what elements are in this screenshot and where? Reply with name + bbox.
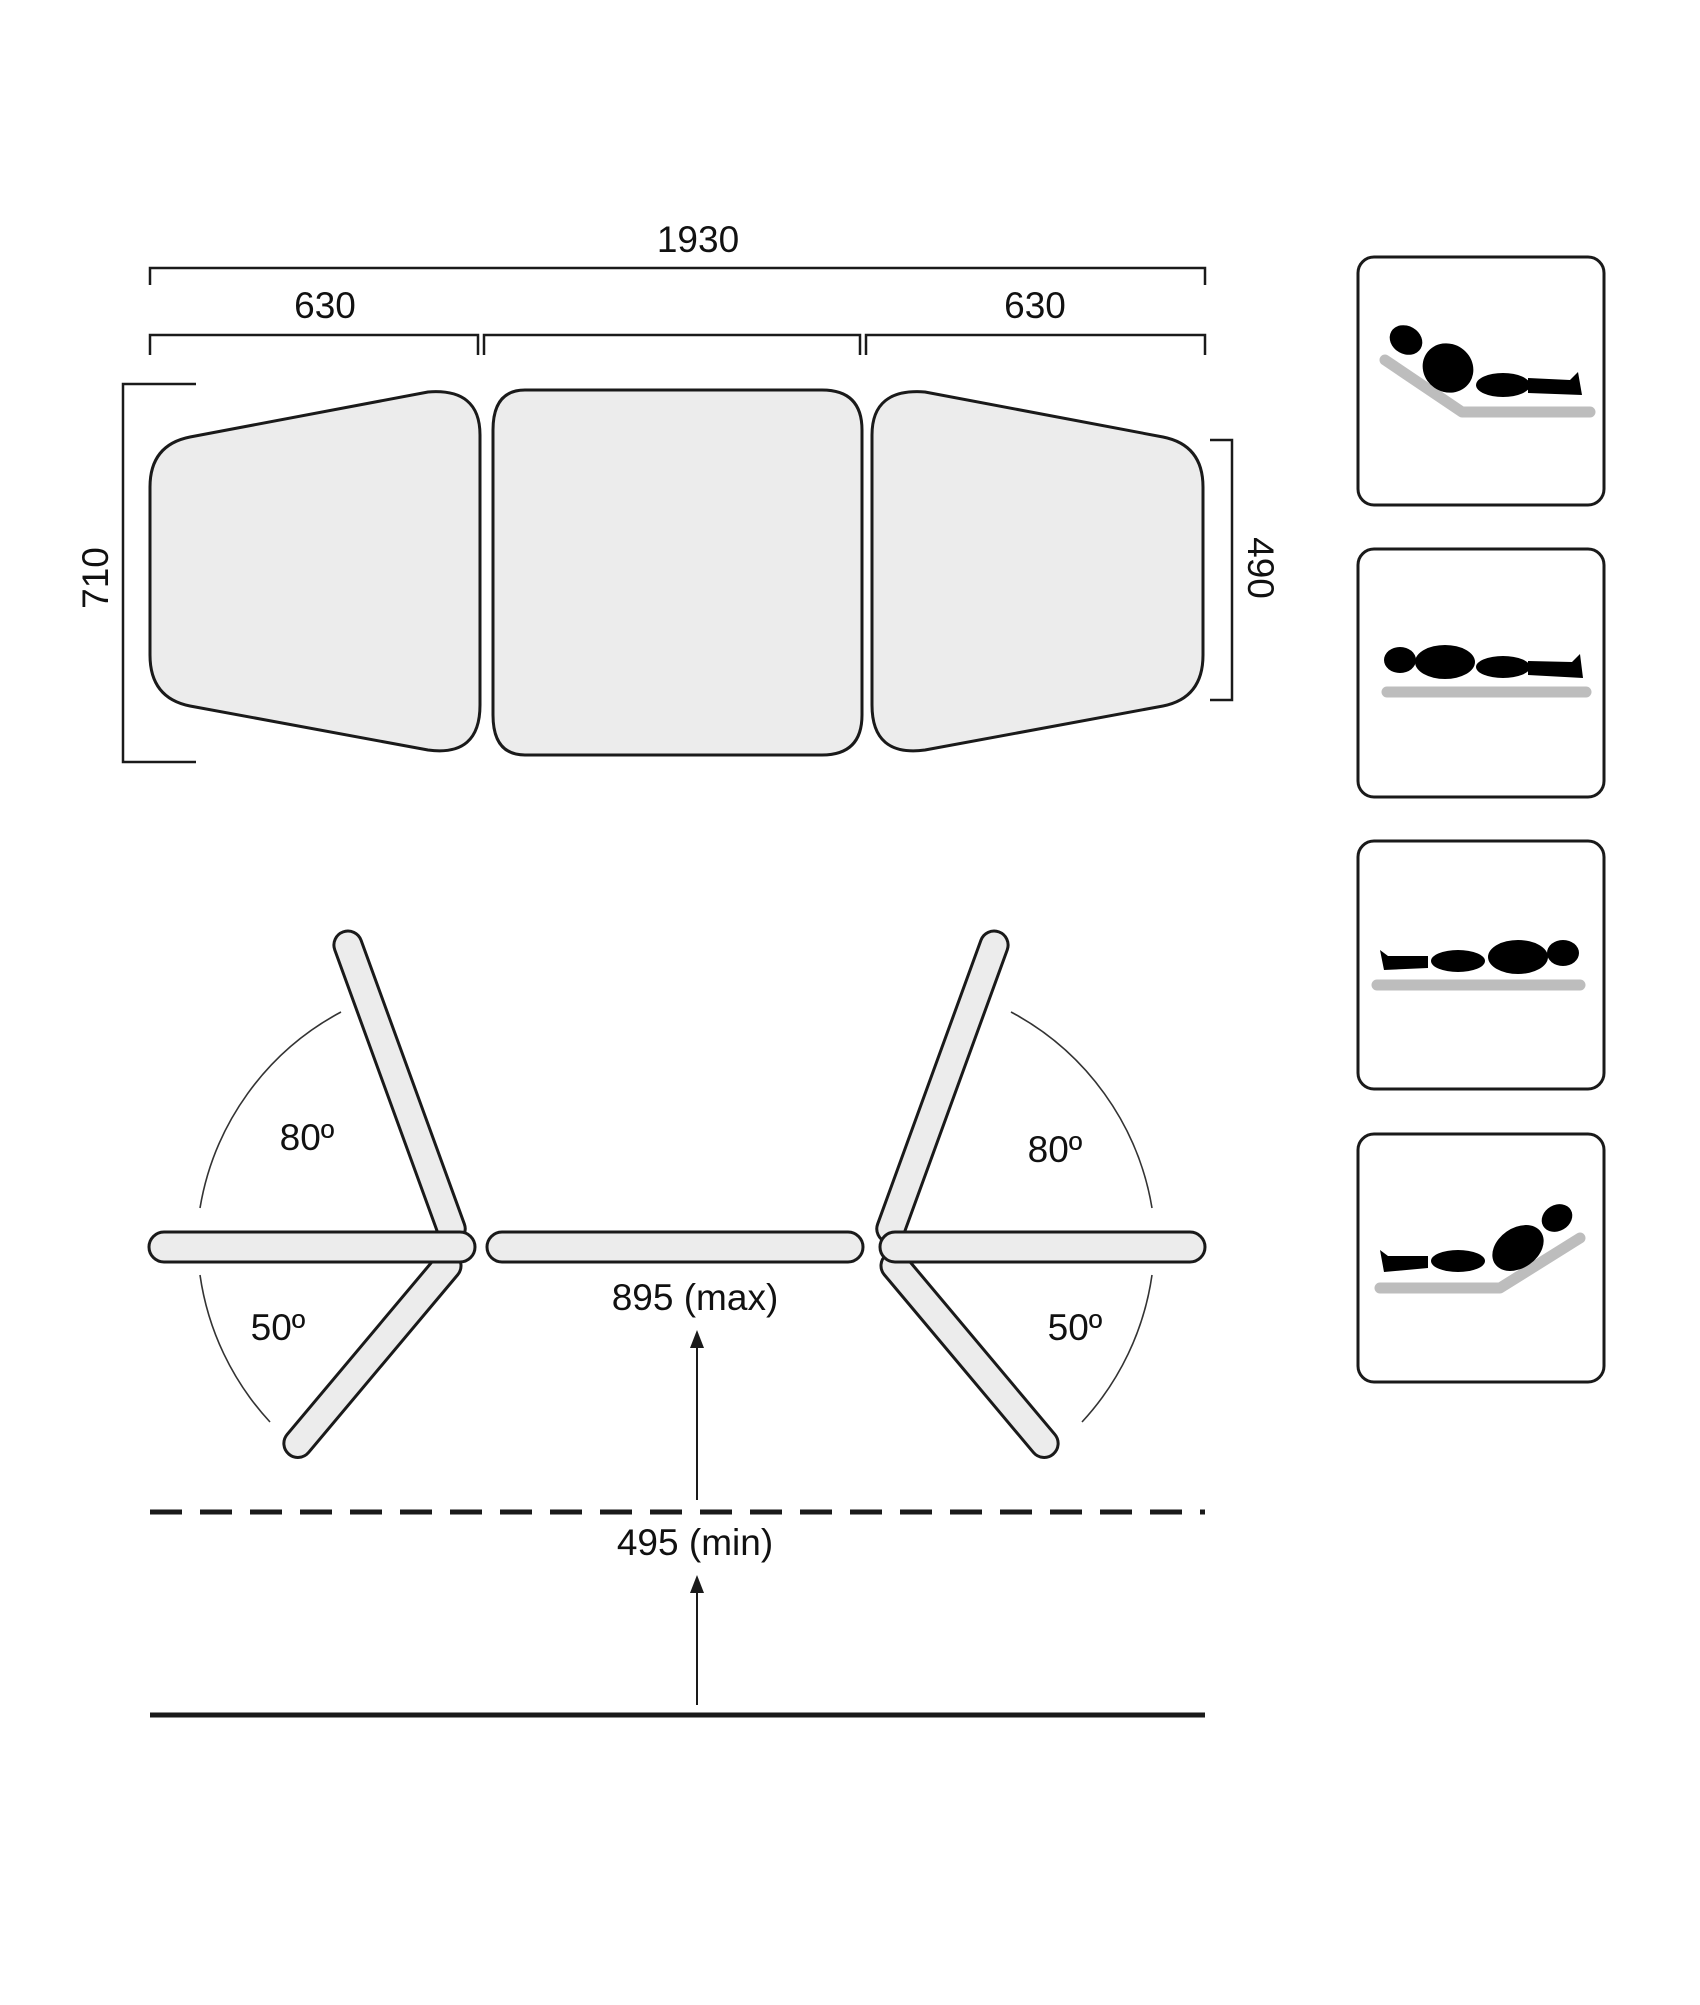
position-card-4 bbox=[1356, 1132, 1606, 1384]
right-up-angle-label: 80º bbox=[1028, 1129, 1083, 1170]
angle-arcs bbox=[199, 1011, 1153, 1423]
position-card-1 bbox=[1356, 255, 1606, 507]
foot-raised-position-icon bbox=[1374, 1204, 1586, 1294]
height-max-label: 895 (max) bbox=[612, 1277, 779, 1318]
flat-supine-position-icon bbox=[1381, 645, 1592, 698]
left-down-angle-label: 50º bbox=[251, 1307, 306, 1348]
position-card-2 bbox=[1356, 547, 1606, 799]
width-min-label: 490 bbox=[1240, 537, 1281, 599]
head-section-panel bbox=[148, 390, 482, 753]
foot-section-flat bbox=[878, 1230, 1207, 1264]
height-max-arrow bbox=[690, 1330, 704, 1500]
head-section-label: 630 bbox=[294, 285, 356, 326]
foot-section-label: 630 bbox=[1004, 285, 1066, 326]
right-down-angle-label: 50º bbox=[1048, 1307, 1103, 1348]
head-raised-position-icon bbox=[1379, 325, 1596, 418]
position-card-3 bbox=[1356, 839, 1606, 1091]
head-section-flat bbox=[147, 1230, 477, 1264]
left-up-angle-label: 80º bbox=[280, 1117, 335, 1158]
foot-section-raised-80 bbox=[875, 929, 1010, 1245]
width-min-dimension bbox=[1210, 438, 1234, 702]
total-length-label: 1930 bbox=[657, 219, 739, 260]
middle-section-panel bbox=[491, 388, 864, 757]
height-min-label: 495 (min) bbox=[617, 1522, 773, 1563]
foot-section-panel bbox=[870, 390, 1205, 753]
head-section-raised-80 bbox=[332, 929, 467, 1245]
flat-reversed-position-icon bbox=[1371, 940, 1586, 991]
width-max-dimension bbox=[121, 382, 196, 764]
middle-section-flat bbox=[485, 1230, 865, 1264]
section-dimensions bbox=[148, 333, 1207, 355]
total-length-dimension bbox=[148, 266, 1207, 285]
height-min-arrow bbox=[690, 1575, 704, 1705]
width-max-label: 710 bbox=[75, 547, 116, 609]
foot-section-lowered-50 bbox=[879, 1250, 1060, 1459]
head-section-lowered-50 bbox=[282, 1250, 463, 1459]
